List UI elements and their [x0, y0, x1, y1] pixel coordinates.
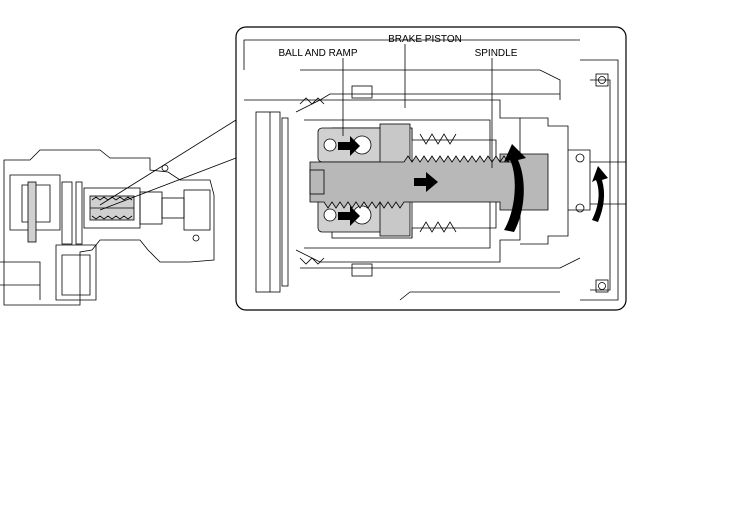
motor-rotation-arrow-icon: [592, 166, 608, 222]
caliper-overview: [0, 149, 215, 306]
label-spindle: SPINDLE: [475, 48, 518, 59]
label-ball-and-ramp: BALL AND RAMP: [278, 48, 357, 59]
leader-lines: [342, 44, 493, 168]
label-brake-piston: BRAKE PISTON: [388, 34, 462, 45]
detail-view: BALL AND RAMP BRAKE PISTON SPINDLE: [235, 26, 627, 311]
spindle-rotation-arrow-icon: [504, 144, 526, 232]
piston-arrow-icon: [338, 136, 360, 156]
callout-lines: [99, 119, 237, 211]
piston-arrow-icon: [338, 206, 360, 226]
spindle-arrow-icon: [414, 172, 438, 192]
